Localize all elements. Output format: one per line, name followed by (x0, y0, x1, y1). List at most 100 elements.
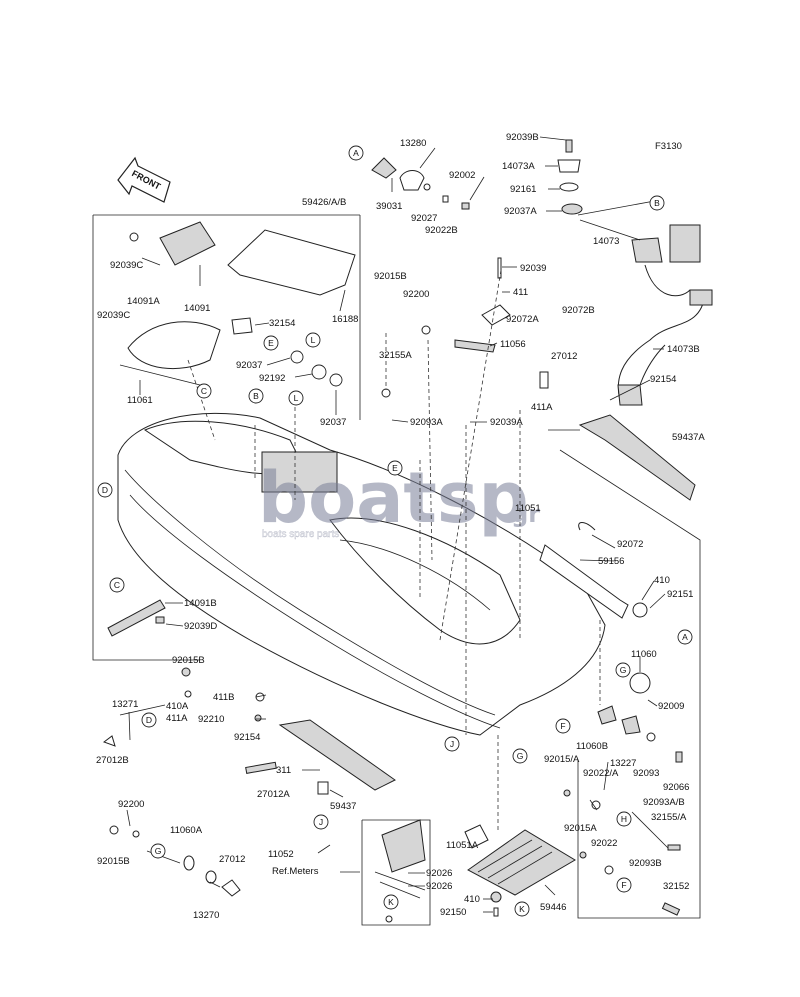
label-92015-a: 92015/A (544, 754, 580, 765)
label-92039c-b: 92039C (97, 310, 130, 321)
callout-a-right-text: A (682, 632, 688, 642)
label-311: 311 (276, 765, 291, 776)
callout-d-left: D (141, 712, 157, 728)
callout-g-left: G (150, 843, 166, 859)
callout-k-bottom-a: K (383, 894, 399, 910)
watermark-tld: .gr (502, 500, 540, 528)
label-92009: 92009 (658, 701, 684, 712)
label-59437a: 59437A (672, 432, 705, 443)
label-32155-a2: 32155/A (651, 812, 687, 823)
callout-l-mid-text: L (294, 393, 299, 403)
leader-lines (126, 136, 669, 913)
label-92022b: 92022B (425, 225, 458, 236)
callout-c-left: C (109, 577, 125, 593)
label-32152: 32152 (663, 881, 689, 892)
callout-k-bottom-b-text: K (519, 904, 525, 914)
label-411b: 411B (213, 692, 234, 703)
callout-d-mid: D (97, 482, 113, 498)
label-92039b: 92039B (506, 132, 539, 143)
label-59156: 59156 (598, 556, 624, 567)
label-27012-bottom: 27012 (219, 854, 245, 865)
label-92150: 92150 (440, 907, 466, 918)
callout-a-right: A (677, 629, 693, 645)
label-14073: 14073 (593, 236, 619, 247)
label-92200-bottom: 92200 (118, 799, 144, 810)
label-59446: 59446 (540, 902, 566, 913)
label-410a-left: 410A (166, 701, 189, 712)
label-59437: 59437 (330, 801, 356, 812)
callout-g-mid: G (512, 748, 528, 764)
front-arrow-icon: FRONT (117, 156, 171, 203)
callout-l-top: L (305, 332, 321, 348)
label-410-right: 410 (654, 575, 670, 586)
label-92039d: 92039D (184, 621, 217, 632)
callout-k-bottom-a-text: K (388, 897, 394, 907)
label-32155a: 32155A (379, 350, 412, 361)
callout-g-right-text: G (620, 665, 627, 675)
label-92039a: 92039A (490, 417, 523, 428)
label-92093: 92093 (633, 768, 659, 779)
label-411a-top: 411A (531, 402, 553, 413)
label-14091: 14091 (184, 303, 210, 314)
label-92002: 92002 (449, 170, 475, 181)
callout-c-top: C (196, 383, 212, 399)
callout-k-bottom-b: K (514, 901, 530, 917)
label-92161: 92161 (510, 184, 536, 195)
label-11056: 11056 (500, 339, 526, 350)
label-92210: 92210 (198, 714, 224, 725)
label-ref-meters: Ref.Meters (272, 866, 319, 877)
label-92072: 92072 (617, 539, 643, 550)
watermark-tagline: boats spare parts (262, 529, 339, 540)
label-92093b: 92093B (629, 858, 662, 869)
figure-code: F3130 (655, 141, 682, 152)
label-411a-left: 411A (166, 713, 188, 724)
callout-f-bottom: F (616, 877, 632, 893)
label-92037-b: 92037 (320, 417, 346, 428)
label-11061: 11061 (127, 395, 153, 406)
part-labels: 13280 92002 39031 92027 92022B 92039B 14… (96, 132, 705, 921)
callout-b-mid-text: B (253, 391, 259, 401)
label-14073a: 14073A (502, 161, 535, 172)
callout-b-top: B (649, 195, 665, 211)
callout-l-mid: L (288, 390, 304, 406)
label-410-bottom: 410 (464, 894, 480, 905)
label-59426: 59426/A/B (302, 197, 346, 208)
label-411: 411 (513, 287, 528, 298)
label-14091b: 14091B (184, 598, 217, 609)
callout-e-top: E (263, 335, 279, 351)
label-39031: 39031 (376, 201, 402, 212)
label-32154: 32154 (269, 318, 295, 329)
label-11060a: 11060A (170, 825, 203, 836)
label-92151: 92151 (667, 589, 693, 600)
callout-a-top: A (348, 145, 364, 161)
callout-circles: A B E L C B L D E C A G F J G D J G H K … (97, 145, 693, 917)
callout-f-bottom-text: F (621, 880, 626, 890)
label-11051: 11051 (515, 503, 541, 514)
callout-d-left-text: D (146, 715, 152, 725)
callout-e-mid-text: E (392, 463, 398, 473)
hull-body (117, 412, 606, 736)
callout-c-left-text: C (114, 580, 120, 590)
callout-g-left-text: G (155, 846, 162, 856)
label-92066: 92066 (663, 782, 689, 793)
callout-e-top-text: E (268, 338, 274, 348)
label-92015a-bottom: 92015A (564, 823, 597, 834)
label-92039: 92039 (520, 263, 546, 274)
label-92026-b: 92026 (426, 881, 452, 892)
callout-g-mid-text: G (517, 751, 524, 761)
label-92072a: 92072A (506, 314, 539, 325)
callout-e-mid: E (387, 460, 403, 476)
callout-b-top-text: B (654, 198, 660, 208)
callout-g-right: G (615, 662, 631, 678)
callout-j-bottom: J (313, 814, 329, 830)
label-13280: 13280 (400, 138, 426, 149)
label-13270: 13270 (193, 910, 219, 921)
callout-h-right-text: H (621, 814, 627, 824)
label-11060b: 11060B (576, 741, 608, 752)
label-92015b-left: 92015B (172, 655, 205, 666)
callout-a-top-text: A (353, 148, 359, 158)
label-92154-bottom: 92154 (234, 732, 260, 743)
label-27012-top: 27012 (551, 351, 577, 362)
label-16188: 16188 (332, 314, 358, 325)
callout-c-top-text: C (201, 386, 207, 396)
